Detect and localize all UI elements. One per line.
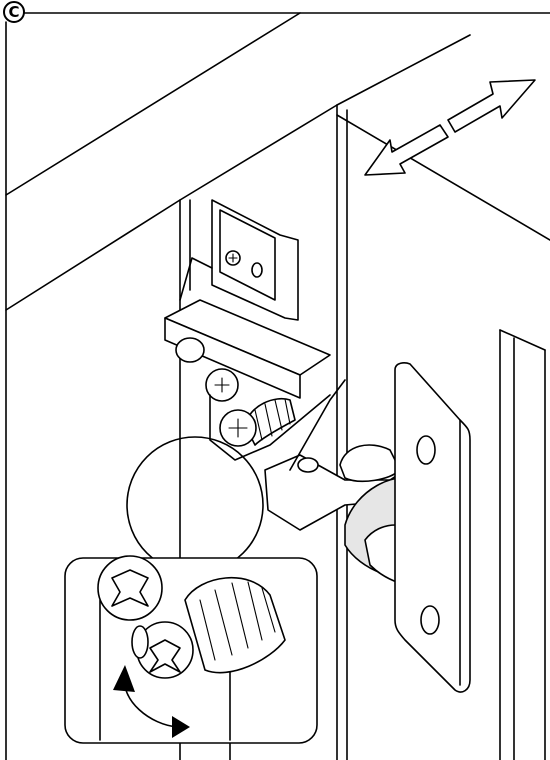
adjustment-screw bbox=[209, 394, 331, 461]
door-panel bbox=[394, 362, 471, 693]
step-label: C bbox=[3, 1, 25, 23]
hinge-arm bbox=[264, 379, 411, 531]
direction-arrow bbox=[364, 79, 536, 176]
hinge-base bbox=[164, 299, 331, 402]
zoom-circle bbox=[126, 436, 264, 574]
detail-zoom-inset bbox=[64, 555, 318, 744]
mounting-plate bbox=[179, 199, 299, 321]
figure-frame bbox=[5, 12, 550, 760]
rotation-arrow bbox=[113, 665, 190, 738]
